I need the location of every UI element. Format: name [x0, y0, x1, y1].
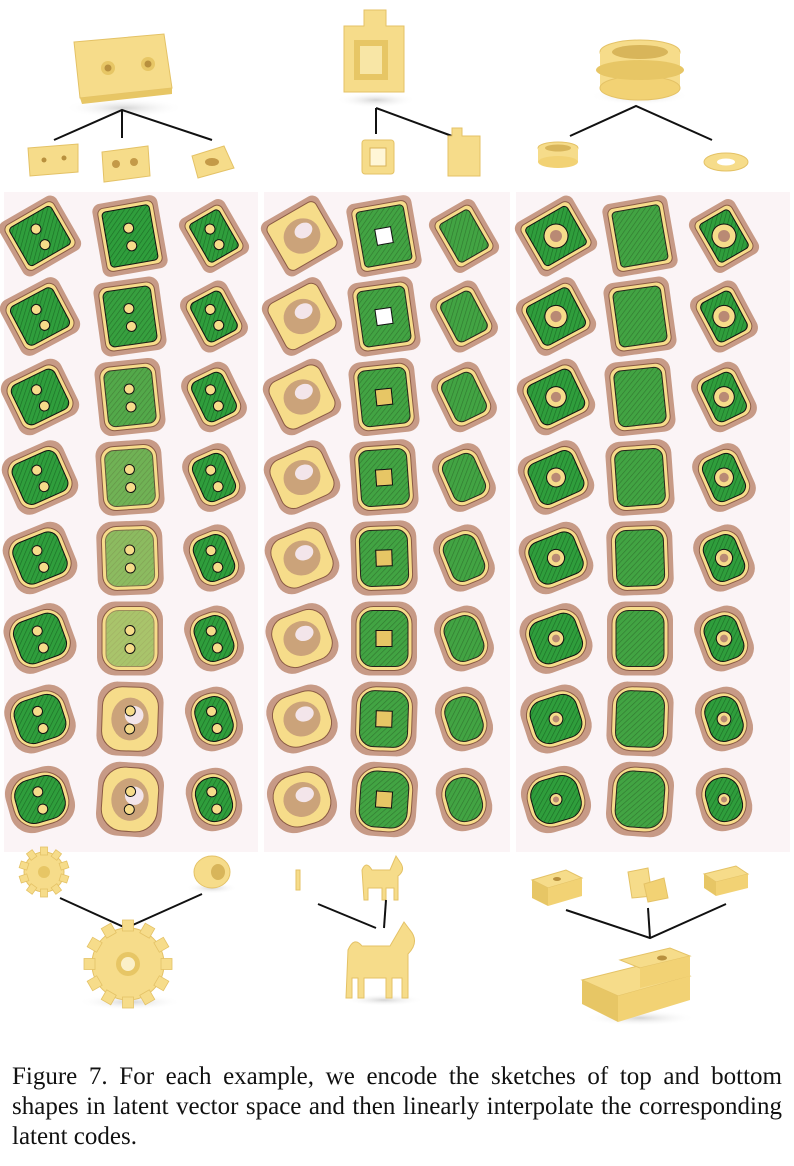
sketch-cell	[260, 195, 344, 277]
sketch-cell	[605, 761, 675, 838]
sketch-cell	[695, 767, 753, 832]
sketch-cell	[433, 524, 495, 592]
sketch-cell	[97, 601, 163, 676]
bottom-middle-shape-tree	[295, 854, 424, 1006]
sketch-cell	[694, 605, 754, 672]
sketch-cell	[607, 601, 673, 676]
sketch-cell	[4, 684, 76, 754]
sketch-cell	[184, 686, 244, 752]
sketch-cell	[3, 603, 77, 674]
sketch-cell	[516, 358, 596, 436]
sketch-cell	[264, 521, 340, 595]
sketch-cell	[430, 280, 498, 353]
sketch-cell	[690, 280, 758, 353]
top-middle-shape-tree	[336, 9, 481, 177]
sketch-cell	[95, 439, 165, 516]
sketch-cell	[263, 440, 341, 515]
sketch-cell	[178, 199, 250, 273]
sketch-cell	[182, 443, 246, 512]
sketch-cell	[96, 681, 164, 757]
sketch-cell	[261, 277, 343, 356]
sketch-cell	[350, 681, 418, 757]
sketch-cell	[431, 361, 497, 433]
sketch-cell	[435, 767, 493, 832]
sketch-cell	[520, 765, 592, 834]
sketch-cell	[514, 195, 598, 277]
top-left-shape-tree	[27, 33, 235, 183]
sketch-cell	[350, 520, 418, 596]
sketch-cell	[262, 358, 342, 436]
sketch-cell	[2, 521, 78, 595]
top-right-shape-tree	[537, 39, 749, 172]
sketch-cell	[346, 195, 422, 277]
sketch-cell	[1, 440, 79, 515]
sketch-cell	[518, 521, 594, 595]
sketch-cell	[266, 765, 338, 834]
interpolation-grid	[0, 195, 760, 838]
sketch-cell	[0, 195, 82, 277]
sketch-cell	[95, 761, 165, 838]
sketch-cell	[603, 276, 677, 357]
sketch-cell	[349, 761, 419, 838]
sketch-cell	[517, 440, 595, 515]
sketch-cell	[606, 520, 674, 596]
sketch-cell	[428, 199, 500, 273]
sketch-cell	[432, 443, 496, 512]
sketch-cell	[693, 524, 755, 592]
sketch-cell	[93, 276, 167, 357]
sketch-cell	[349, 439, 419, 516]
sketch-cell	[181, 361, 247, 433]
sketch-cell	[434, 605, 494, 672]
sketch-cell	[691, 361, 757, 433]
sketch-cell	[692, 443, 756, 512]
sketch-cell	[520, 684, 592, 754]
sketch-cell	[694, 686, 754, 752]
bottom-left-shape-tree	[18, 846, 238, 1010]
bottom-right-shape-tree	[530, 865, 750, 1026]
sketch-cell	[347, 276, 421, 357]
sketch-cell	[0, 358, 80, 436]
sketch-cell	[519, 603, 593, 674]
sketch-cell	[348, 357, 420, 437]
sketch-cell	[185, 767, 243, 832]
sketch-cell	[604, 357, 676, 437]
sketch-cell	[688, 199, 760, 273]
sketch-cell	[4, 765, 76, 834]
sketch-cell	[351, 601, 417, 676]
sketch-cell	[94, 357, 166, 437]
sketch-cell	[602, 195, 678, 277]
sketch-cell	[0, 277, 81, 356]
sketch-cell	[605, 439, 675, 516]
sketch-cell	[180, 280, 248, 353]
sketch-cell	[183, 524, 245, 592]
sketch-cell	[266, 684, 338, 754]
sketch-cell	[96, 520, 164, 596]
figure-caption: Figure 7. For each example, we encode th…	[12, 1063, 782, 1150]
sketch-cell	[265, 603, 339, 674]
sketch-cell	[515, 277, 597, 356]
figure-7-illustration	[0, 9, 790, 1026]
sketch-cell	[92, 195, 168, 277]
sketch-cell	[184, 605, 244, 672]
sketch-cell	[434, 686, 494, 752]
sketch-cell	[606, 681, 674, 757]
